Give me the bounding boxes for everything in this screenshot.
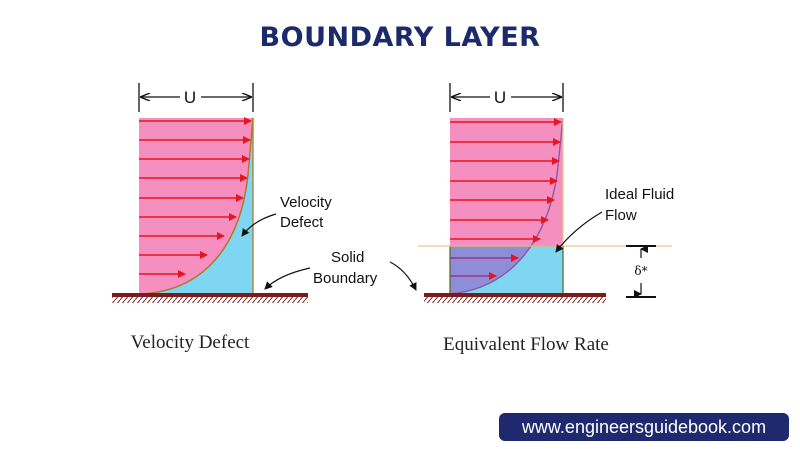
delta-star-label: δ* <box>634 264 647 278</box>
ideal-fluid-label-line1: Ideal Fluid <box>605 186 674 203</box>
velocity-profile-curve <box>449 117 564 295</box>
velocity-profile-curve <box>138 117 254 295</box>
page-title: BOUNDARY LAYER <box>259 22 541 53</box>
equivalent-flow-rate-diagram: U δ <box>418 83 674 355</box>
ideal-fluid-label-line2: Flow <box>605 207 637 224</box>
velocity-defect-label-line1: Velocity <box>280 194 332 211</box>
solid-boundary-pointer-right <box>389 261 417 291</box>
velocity-defect-region <box>139 118 253 294</box>
velocity-defect-label-line2: Defect <box>280 214 324 231</box>
velocity-defect-pointer <box>241 213 277 237</box>
ideal-fluid-pointer <box>555 211 603 253</box>
solid-boundary-surface <box>424 293 606 297</box>
equivalent-flow-rate-caption: Equivalent Flow Rate <box>443 334 609 355</box>
solid-boundary-label-line2: Boundary <box>313 270 378 287</box>
ground-hatching <box>112 297 308 303</box>
solid-boundary-surface <box>112 293 308 297</box>
website-badge[interactable]: www.engineersguidebook.com <box>499 413 789 441</box>
u-label: U <box>494 88 506 107</box>
velocity-defect-caption: Velocity Defect <box>131 332 250 353</box>
solid-boundary-label-line1: Solid <box>331 249 364 266</box>
solid-boundary-pointer-left <box>264 267 311 290</box>
uniform-profile-fill <box>450 118 563 246</box>
u-label: U <box>184 88 196 107</box>
ground-hatching <box>424 297 606 303</box>
velocity-defect-diagram: U Velocity Defect Solid Boundary <box>112 83 417 353</box>
